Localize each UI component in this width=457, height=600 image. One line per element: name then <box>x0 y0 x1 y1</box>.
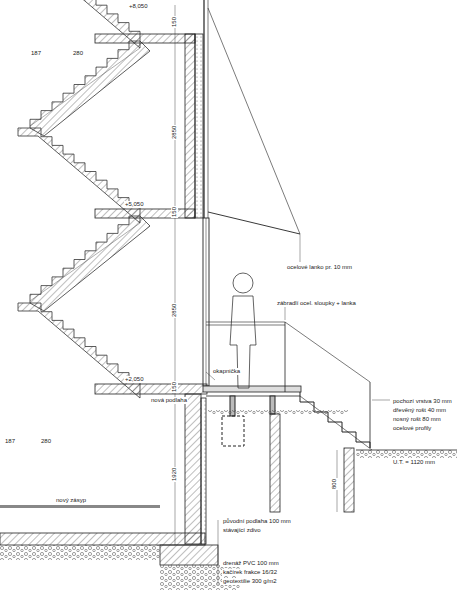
level-mark: +8,050 <box>128 3 149 10</box>
dimension: 2850 <box>171 303 178 318</box>
note: nová podlaha <box>150 397 188 404</box>
dimension: 150 <box>171 381 178 393</box>
stair-dimension: 187 <box>4 438 16 445</box>
note: nový zásyp <box>55 497 87 504</box>
layer-note: pochozí vrstva 30 mm <box>392 398 453 405</box>
stair-dimension: 280 <box>72 50 84 57</box>
dimension: 2850 <box>171 125 178 140</box>
note: ocelové lanko pr. 10 mm <box>286 264 353 271</box>
note: okapnička <box>212 368 241 375</box>
layer-note: kačírek frakce 16/32 <box>222 569 278 576</box>
stair-dimension: 187 <box>30 50 42 57</box>
layer-note: nosný rošt 80 mm <box>392 416 442 423</box>
layer-note: stávající zdivo <box>222 527 262 534</box>
dimension: 1920 <box>171 467 178 482</box>
handrail-line <box>30 48 140 126</box>
stair-dimension: 280 <box>40 438 52 445</box>
layer-note: geotextilie 300 g/m2 <box>222 578 278 585</box>
dimension: 150 <box>171 206 178 218</box>
terrain-level: U.T. = 1120 mm <box>392 459 436 466</box>
dimension: 800 <box>331 478 338 490</box>
note: zábradlí ocel. sloupky + lanka <box>276 300 357 307</box>
dimension: 150 <box>171 16 178 28</box>
stair-flight <box>30 216 150 311</box>
layer-note: původní podlaha 100 mm <box>222 518 292 525</box>
layer-note: drenáž PVC 100 mm <box>222 560 280 567</box>
level-mark: +2,050 <box>124 376 145 383</box>
handrail-line <box>30 223 140 301</box>
layer-note: dřevěný rošt 40 mm <box>392 407 447 414</box>
layer-note: ocelové profily <box>392 425 432 432</box>
stair-flight <box>30 41 150 136</box>
level-mark: +5,050 <box>124 201 145 208</box>
